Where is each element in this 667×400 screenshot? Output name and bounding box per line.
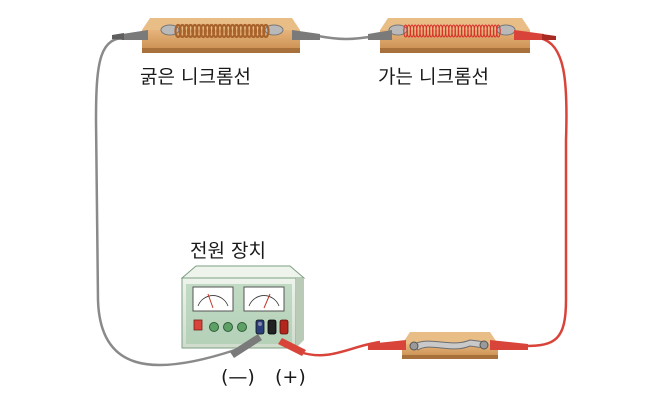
knob-3: [237, 322, 247, 332]
clip-switch-right: [490, 340, 528, 350]
thick-nichrome-board: [142, 18, 300, 53]
red-wire-bottom: [299, 340, 381, 357]
knob-1: [209, 322, 219, 332]
thick-coil-turn: [262, 23, 270, 39]
clip-thin-left: [368, 30, 392, 40]
thick-nichrome-coil: [174, 23, 270, 39]
switch-board: [402, 332, 498, 359]
thin-nichrome-board: [380, 18, 530, 53]
negative-terminal: [255, 319, 265, 335]
voltmeter: [192, 286, 234, 312]
thin-coil-turn: [496, 24, 501, 38]
red-wire-right: [524, 36, 568, 348]
thick-nichrome-label: 굵은 니크롬선: [140, 66, 251, 88]
black-terminal: [267, 319, 277, 335]
negative-terminal-label: (—): [221, 366, 255, 388]
clip-thick-left: [112, 30, 148, 40]
power-supply: [180, 265, 306, 349]
knob-2: [223, 322, 233, 332]
clip-psu-negative: [230, 334, 262, 358]
thin-nichrome-label: 가는 니크롬선: [378, 66, 489, 88]
gray-wire-left: [94, 36, 236, 367]
clip-psu-positive: [278, 338, 306, 356]
thin-nichrome-coil: [403, 24, 501, 38]
clip-thin-right: [514, 30, 556, 40]
ammeter: [243, 286, 285, 312]
clip-thick-right: [292, 30, 320, 40]
power-supply-label: 전원 장치: [190, 240, 266, 262]
positive-terminal-label: (+): [275, 366, 306, 388]
gray-wire-middle: [317, 34, 376, 41]
clip-switch-left: [368, 340, 406, 350]
power-switch: [193, 319, 203, 331]
positive-terminal: [279, 319, 289, 335]
